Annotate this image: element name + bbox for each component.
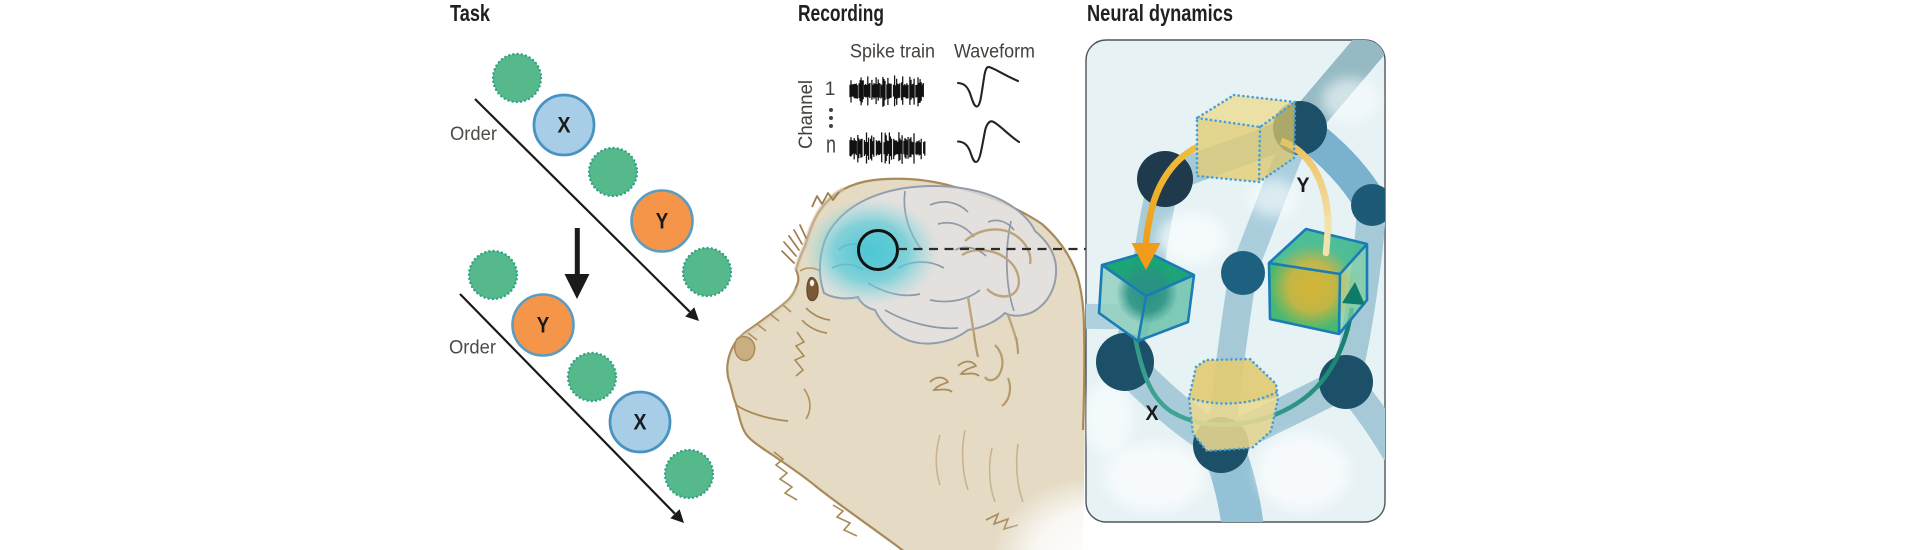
svg-text:X: X — [558, 113, 571, 138]
svg-text:Y: Y — [656, 209, 669, 234]
svg-text:Spike train: Spike train — [850, 42, 935, 63]
svg-text:n: n — [826, 132, 836, 159]
svg-text:1: 1 — [825, 79, 836, 100]
svg-text:Y: Y — [537, 313, 550, 338]
svg-text:X: X — [634, 410, 647, 435]
svg-text:X: X — [1146, 402, 1159, 425]
svg-text:Task: Task — [450, 0, 490, 26]
svg-text:Waveform: Waveform — [954, 42, 1035, 63]
svg-text:Order: Order — [449, 338, 497, 359]
svg-text:Recording: Recording — [798, 0, 884, 26]
svg-text:Order: Order — [450, 124, 498, 145]
svg-text:Neural dynamics: Neural dynamics — [1087, 0, 1233, 26]
svg-text:Y: Y — [1297, 174, 1310, 197]
svg-text:Channel: Channel — [796, 80, 817, 149]
